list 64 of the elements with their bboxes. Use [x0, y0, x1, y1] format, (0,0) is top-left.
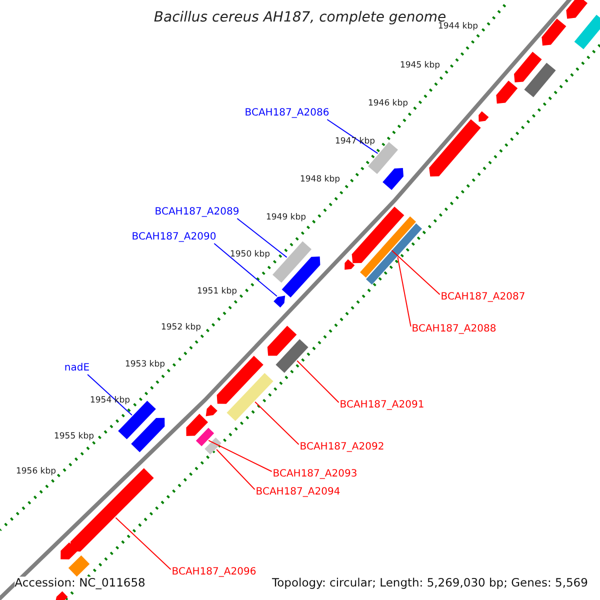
scale-label: 1948 kbp	[300, 175, 340, 185]
leader-line	[254, 401, 300, 445]
leader-line	[397, 256, 412, 327]
gene-feature	[382, 168, 404, 190]
gene-feature	[274, 296, 286, 308]
scale-label: 1950 kbp	[230, 250, 270, 260]
gene-feature	[276, 339, 308, 373]
gene-feature	[360, 216, 416, 278]
gene-label: BCAH187_A2094	[256, 486, 340, 498]
gene-feature	[186, 414, 208, 436]
leader-line	[216, 448, 256, 490]
scale-label: 1955 kbp	[54, 432, 94, 442]
gene-label: BCAH187_A2086	[244, 108, 330, 118]
leader-line	[115, 517, 172, 570]
gene-feature	[60, 542, 78, 560]
leader-line	[87, 374, 132, 416]
gene-feature	[429, 119, 481, 176]
gene-feature	[566, 0, 588, 19]
leader-line	[326, 119, 378, 154]
gene-feature	[514, 52, 542, 82]
gene-feature	[478, 111, 489, 122]
gene-label: BCAH187_A2092	[300, 442, 384, 452]
gene-feature	[366, 223, 422, 285]
scale-label: 1952 kbp	[160, 323, 202, 333]
leader-line	[214, 243, 278, 297]
gene-feature	[196, 428, 214, 446]
gene-feature	[496, 80, 518, 104]
scale-label: 1947 kbp	[334, 137, 376, 147]
scale-label: 1956 kbp	[16, 467, 56, 477]
accession-text: Accession: NC_011658	[14, 576, 146, 590]
gene-label: BCAH187_A2091	[340, 400, 424, 410]
scale-label: 1951 kbp	[196, 287, 238, 297]
gene-feature	[267, 326, 297, 356]
gene-feature	[206, 404, 218, 416]
gene-feature	[352, 206, 404, 264]
gene-feature	[542, 18, 566, 46]
gene-feature	[272, 241, 312, 283]
gene-feature	[70, 468, 154, 552]
leader-line	[391, 250, 440, 295]
scale-label: 1949 kbp	[266, 213, 306, 223]
gene-label: BCAH187_A2090	[132, 232, 216, 242]
gene-feature	[574, 14, 600, 50]
gene-label: BCAH187_A2093	[272, 468, 358, 480]
gene-feature	[226, 373, 274, 421]
scale-label: 1954 kbp	[90, 396, 130, 406]
gene-label: nadE	[64, 362, 90, 374]
scale-label: 1945 kbp	[400, 61, 440, 71]
scale-label: 1944 kbp	[438, 22, 478, 32]
gene-label: BCAH187_A2089	[154, 206, 240, 218]
genome-stats-text: Topology: circular; Length: 5,269,030 bp; Genes: 5,569	[272, 576, 588, 590]
scale-label: 1946 kbp	[368, 99, 408, 109]
gene-feature	[344, 259, 355, 270]
gene-label: BCAH187_A2087	[440, 292, 526, 302]
gene-feature	[131, 418, 165, 452]
gene-feature	[216, 356, 264, 404]
gene-feature	[204, 438, 222, 454]
leader-line	[208, 440, 272, 472]
gene-feature	[282, 256, 320, 298]
gene-label: BCAH187_A2088	[412, 324, 496, 334]
scale-label: 1953 kbp	[124, 360, 166, 370]
gene-feature	[524, 62, 556, 98]
leader-line	[296, 360, 340, 403]
leader-line	[236, 218, 288, 258]
gene-label: BCAH187_A2096	[172, 566, 256, 578]
